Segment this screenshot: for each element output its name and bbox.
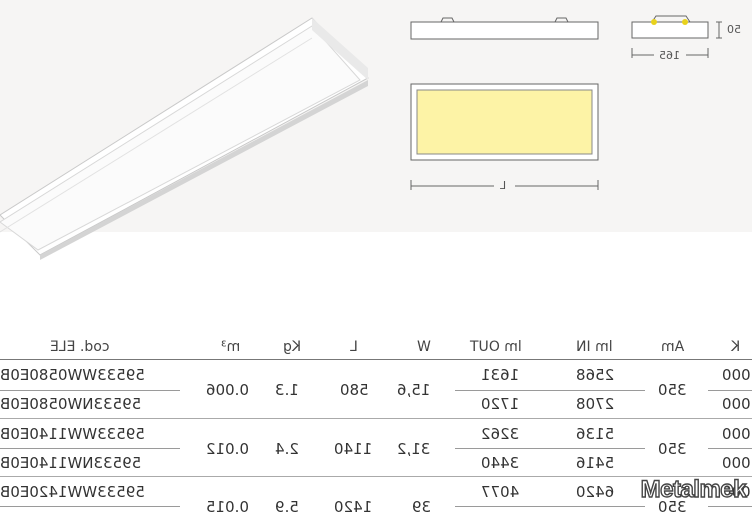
cell-kg: 1.3: [275, 381, 299, 399]
col-header-am: Am: [661, 339, 685, 355]
cell-code: 59533NW1140E0B: [0, 454, 142, 472]
cell-lm-out: 3440: [481, 454, 520, 472]
cell-w: 15,6: [397, 381, 431, 399]
group-divider: [0, 418, 752, 419]
row-divider: [708, 390, 752, 391]
brand-watermark: Metalmek: [640, 475, 747, 503]
col-header-w: W: [417, 339, 431, 355]
cell-lm-out: 1631: [481, 366, 520, 384]
lamp-dot: [651, 19, 657, 25]
luminaire-illustration: [0, 17, 369, 260]
cell-lm-out: 3262: [481, 425, 520, 443]
col-header-l: L: [350, 339, 358, 355]
section-view: [631, 15, 722, 58]
cell-k: 000: [722, 425, 751, 443]
cell-lm-in: 2568: [576, 366, 615, 384]
cell-code: 59533WW1140E0B: [0, 425, 145, 443]
row-divider: [455, 506, 645, 507]
height-dimension-label: 50: [727, 23, 741, 36]
cell-lm-out: 1720: [481, 395, 520, 413]
cell-l: 1420: [334, 498, 373, 516]
row-divider: [0, 506, 180, 507]
cell-lm-in: 5136: [576, 425, 615, 443]
top-view: [410, 83, 599, 190]
row-divider: [455, 448, 645, 449]
cell-lm-out: 4077: [481, 483, 520, 501]
lamp-dot: [682, 19, 688, 25]
col-header-m3: m³: [221, 339, 241, 355]
side-view: [410, 17, 599, 40]
header-divider: [0, 359, 752, 360]
cell-code: 59533NW0580E0B: [0, 395, 142, 413]
group-divider: [0, 476, 752, 477]
cell-code: 59533WW0580E0B: [0, 366, 145, 384]
cell-k: 000: [722, 366, 751, 384]
cell-w: 31,2: [397, 440, 431, 458]
col-header-lm-in: lm IN: [576, 339, 613, 355]
width-dimension-label: 165: [659, 49, 680, 62]
row-divider: [708, 506, 752, 507]
col-header-kg: Kg: [283, 339, 302, 355]
row-divider: [455, 390, 645, 391]
cell-am: 350: [658, 381, 687, 399]
row-divider: [0, 390, 180, 391]
cell-w: 39: [412, 498, 432, 516]
row-divider: [0, 448, 180, 449]
cell-k: 000: [722, 395, 751, 413]
cell-m3: 0.015: [206, 498, 249, 516]
col-header-lm-out: lm OUT: [470, 339, 522, 355]
cell-code: 59533WW1420E0B: [0, 483, 145, 501]
cell-lm-in: 6420: [576, 483, 615, 501]
cell-m3: 0.012: [206, 440, 249, 458]
cell-am: 350: [658, 440, 687, 458]
cell-lm-in: 5416: [576, 454, 615, 472]
col-header-code: cod. ELE: [50, 339, 110, 355]
cell-k: 000: [722, 454, 751, 472]
cell-l: 1140: [334, 440, 373, 458]
cell-lm-in: 2708: [576, 395, 615, 413]
technical-drawings: [410, 15, 722, 190]
col-header-k: K: [731, 339, 741, 355]
row-divider: [708, 448, 752, 449]
cell-kg: 2.4: [275, 440, 299, 458]
cell-kg: 5.9: [275, 498, 299, 516]
cell-l: 580: [340, 381, 369, 399]
cell-m3: 0.006: [206, 381, 249, 399]
length-dimension-label: L: [500, 179, 507, 192]
